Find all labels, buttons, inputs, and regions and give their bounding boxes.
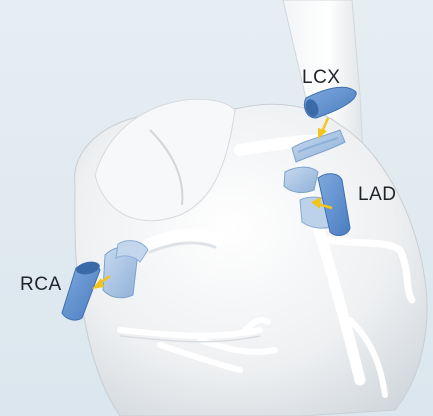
label-rca: RCA (20, 274, 62, 295)
label-lad: LAD (358, 184, 396, 205)
label-lcx: LCX (302, 67, 340, 88)
lad-cuff-upper (284, 167, 318, 192)
